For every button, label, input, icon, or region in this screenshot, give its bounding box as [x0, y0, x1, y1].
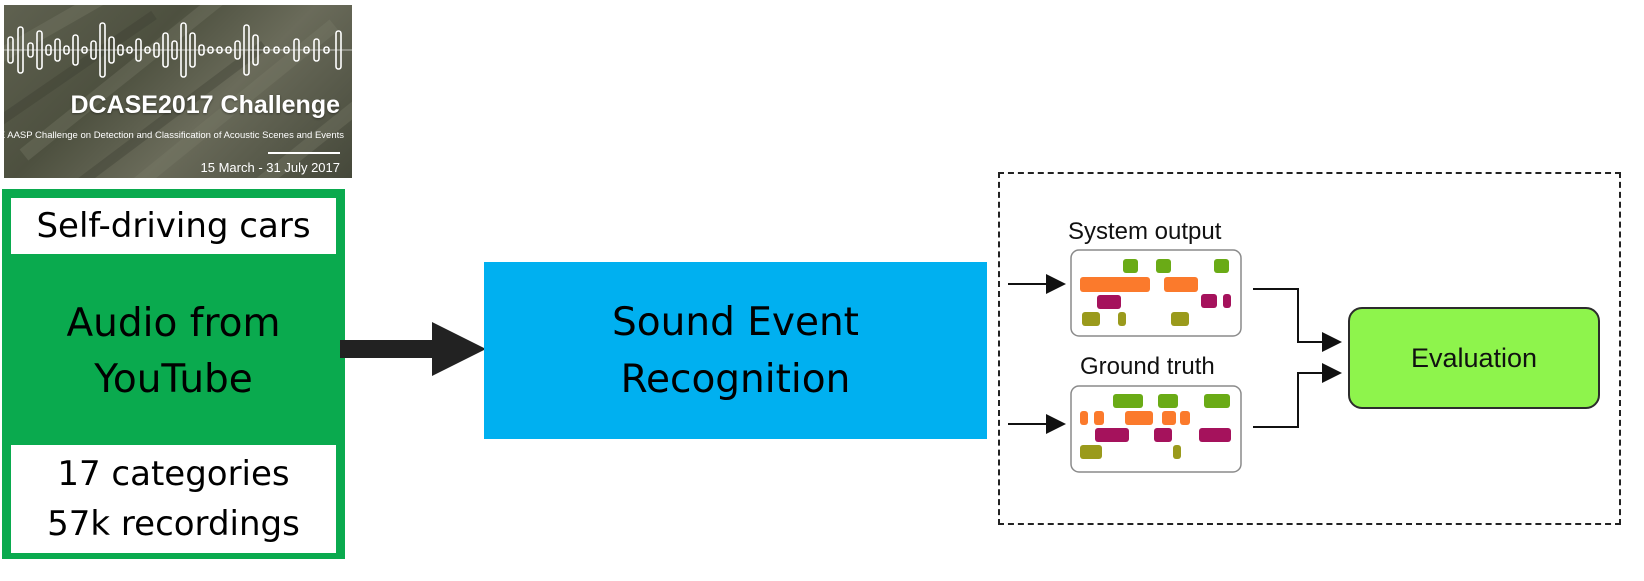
ground-truth-panel	[1070, 385, 1242, 473]
system-output-to-evaluation-arrow	[1253, 288, 1342, 352]
evaluation-region-border	[998, 172, 1621, 525]
recording-count-label: 57k recordings	[47, 504, 300, 544]
banner-dates: 15 March - 31 July 2017	[200, 160, 340, 175]
system-output-panel	[1070, 249, 1242, 337]
ground-truth-label: Ground truth	[1080, 353, 1215, 380]
dataset-stats-panel: 17 categories 57k recordings	[11, 445, 336, 553]
evaluation-pipeline-diagram	[1008, 249, 1342, 473]
dataset-source-line-2: YouTube	[94, 357, 253, 402]
waveform-icon	[4, 22, 352, 78]
dataset-source-label: Audio from YouTube	[6, 296, 341, 408]
ground-truth-to-evaluation-arrow	[1253, 363, 1342, 428]
evaluation-box: Evaluation	[1348, 307, 1600, 409]
sound-event-recognition-box: Sound Event Recognition	[484, 262, 987, 439]
category-count-label: 17 categories	[57, 454, 290, 494]
dataset-box: Self-driving cars Audio from YouTube 17 …	[2, 189, 345, 559]
dataset-to-recognition-arrow	[340, 322, 486, 376]
dataset-source-line-1: Audio from	[66, 301, 281, 346]
banner-divider	[268, 152, 340, 154]
banner-subtitle: IEEE AASP Challenge on Detection and Cla…	[4, 130, 344, 141]
use-case-panel: Self-driving cars	[11, 198, 336, 254]
recognition-line-2: Recognition	[620, 356, 851, 402]
recognition-line-1: Sound Event	[612, 299, 859, 345]
evaluation-label: Evaluation	[1410, 342, 1538, 373]
system-output-label: System output	[1068, 218, 1222, 245]
banner-title: DCASE2017 Challenge	[70, 91, 340, 119]
use-case-label: Self-driving cars	[36, 206, 311, 246]
dcase-banner-image: DCASE2017 Challenge IEEE AASP Challenge …	[4, 5, 352, 178]
